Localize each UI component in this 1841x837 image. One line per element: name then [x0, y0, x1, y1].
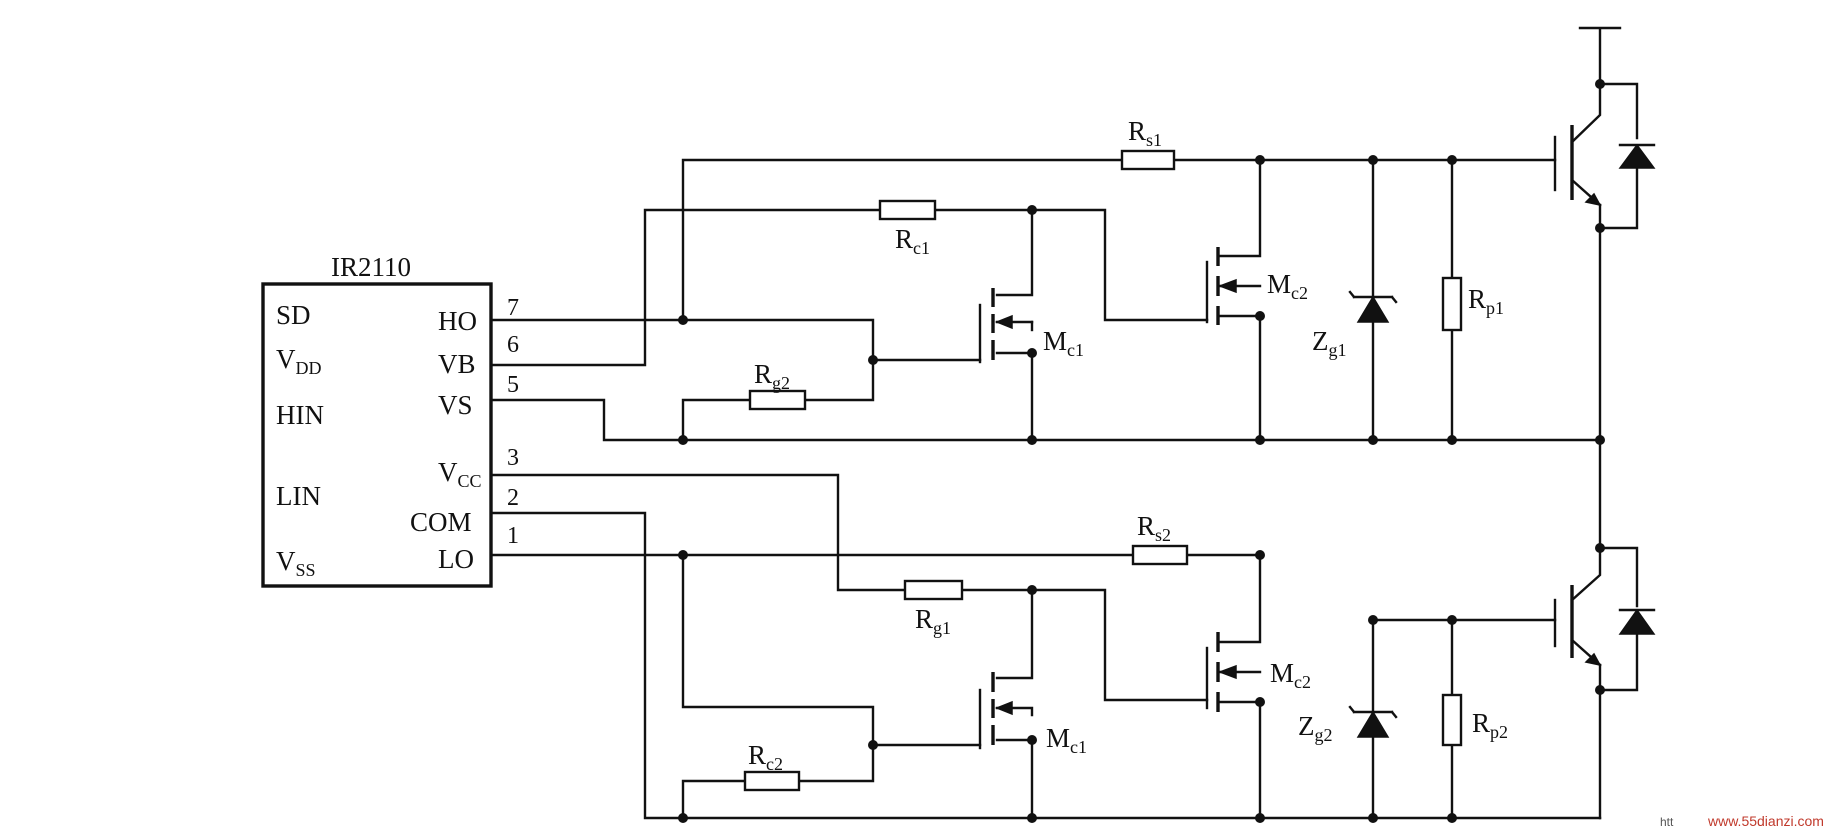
mosfet-mc2-top — [1205, 247, 1237, 325]
label-mc2-bottom: Mc2 — [1270, 658, 1311, 692]
resistor-rs1 — [1120, 149, 1176, 171]
label-rs1: Rs1 — [1128, 116, 1162, 150]
igbt-upper — [1553, 26, 1656, 442]
mosfet-mc1-top — [978, 288, 1013, 364]
junction-dots — [678, 79, 1605, 823]
label-mc1-top: Mc1 — [1043, 326, 1084, 360]
resistor-rs2 — [1131, 544, 1189, 566]
pin-vb: VB — [438, 349, 476, 379]
resistor-rc1 — [878, 199, 937, 221]
label-mc2-top: Mc2 — [1267, 269, 1308, 303]
upper-wires — [489, 158, 1602, 442]
mosfet-mc2-bottom — [1205, 632, 1237, 712]
watermark-url: www.55dianzi.com — [1707, 813, 1824, 829]
label-rp2: Rp2 — [1472, 708, 1508, 742]
zener-zg2 — [1348, 705, 1398, 738]
mosfet-mc1-bottom — [978, 672, 1013, 750]
pin-vs: VS — [438, 390, 473, 420]
resistor-rp1 — [1441, 276, 1463, 332]
pin-lin: LIN — [276, 481, 321, 511]
pin-sd: SD — [276, 300, 311, 330]
label-zg2: Zg2 — [1298, 711, 1333, 745]
label-rg2: Rg2 — [754, 359, 790, 393]
resistor-rp2 — [1441, 693, 1463, 747]
label-rc2: Rc2 — [748, 740, 783, 774]
resistor-rg2 — [748, 389, 807, 411]
pin-num-6: 6 — [507, 332, 519, 358]
pin-num-7: 7 — [507, 295, 519, 321]
pin-num-2: 2 — [507, 485, 519, 511]
pin-ho: HO — [438, 306, 477, 336]
ic-body — [261, 282, 493, 588]
pin-num-5: 5 — [507, 372, 519, 398]
resistor-rg1 — [903, 579, 964, 601]
ic-title: IR2110 — [331, 252, 411, 282]
watermark-prefix: htt — [1660, 815, 1674, 829]
label-rg1: Rg1 — [915, 604, 951, 638]
pin-lo: LO — [438, 544, 474, 574]
igbt-lower — [1553, 438, 1656, 820]
pin-vdd: VDD — [276, 344, 322, 378]
pin-vcc: VCC — [438, 457, 482, 491]
pin-com: COM — [410, 507, 472, 537]
pin-num-1: 1 — [507, 523, 519, 549]
resistor-rc2 — [743, 770, 801, 792]
pin-hin: HIN — [276, 400, 324, 430]
pin-num-3: 3 — [507, 445, 519, 471]
pin-vss: VSS — [276, 546, 316, 580]
lower-wires — [489, 473, 1602, 820]
label-mc1-bottom: Mc1 — [1046, 723, 1087, 757]
label-rp1: Rp1 — [1468, 284, 1504, 318]
label-zg1: Zg1 — [1312, 326, 1347, 360]
label-rc1: Rc1 — [895, 224, 930, 258]
label-rs2: Rs2 — [1137, 511, 1171, 545]
zener-zg1 — [1348, 290, 1398, 323]
